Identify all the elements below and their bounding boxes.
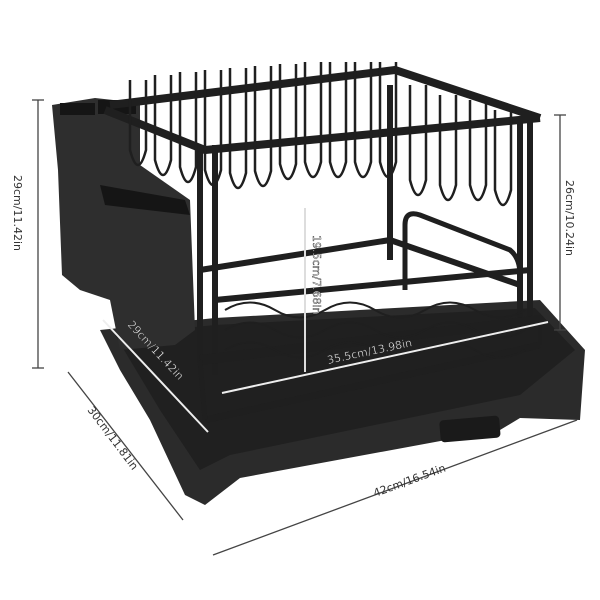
plate-wires — [128, 62, 513, 207]
cup-holder — [402, 211, 523, 300]
tray-depth-label: 30cm/11.81in — [85, 404, 141, 473]
lower-wires — [224, 301, 526, 359]
dimension-lines — [32, 99, 578, 556]
tier-gap-label: 19.5cm/7.68in — [310, 235, 323, 315]
total-height-label: 29cm/11.42in — [11, 175, 24, 251]
rack-frame — [103, 62, 543, 424]
tray-width-label: 42cm/16.54in — [372, 462, 448, 500]
rack-height-label: 26cm/10.24in — [563, 180, 576, 256]
drain-spout — [439, 415, 501, 443]
